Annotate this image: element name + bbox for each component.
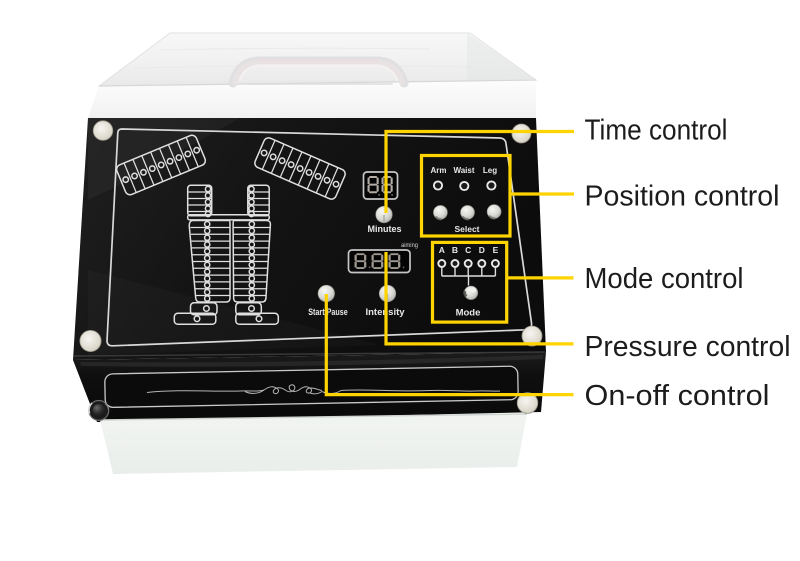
svg-text:Pressure control: Pressure control xyxy=(585,331,791,363)
svg-text:Mode: Mode xyxy=(456,308,481,319)
svg-text:On-off control: On-off control xyxy=(585,380,770,412)
svg-text:Time control: Time control xyxy=(585,115,728,147)
svg-text:Arm: Arm xyxy=(430,166,446,175)
svg-text:Select: Select xyxy=(454,224,479,234)
svg-text:Minutes: Minutes xyxy=(367,224,401,234)
svg-text:D: D xyxy=(479,245,485,255)
svg-text:Waist: Waist xyxy=(453,166,474,175)
svg-text:aiming: aiming xyxy=(401,243,418,249)
svg-text:C: C xyxy=(465,245,471,255)
svg-text:B: B xyxy=(452,245,458,255)
svg-text:Mode control: Mode control xyxy=(585,263,744,295)
svg-text:Position control: Position control xyxy=(585,181,780,213)
svg-text:A: A xyxy=(439,245,445,255)
svg-text:Leg: Leg xyxy=(483,166,497,175)
svg-text:E: E xyxy=(493,245,499,255)
svg-text:Start Pause: Start Pause xyxy=(308,307,348,318)
